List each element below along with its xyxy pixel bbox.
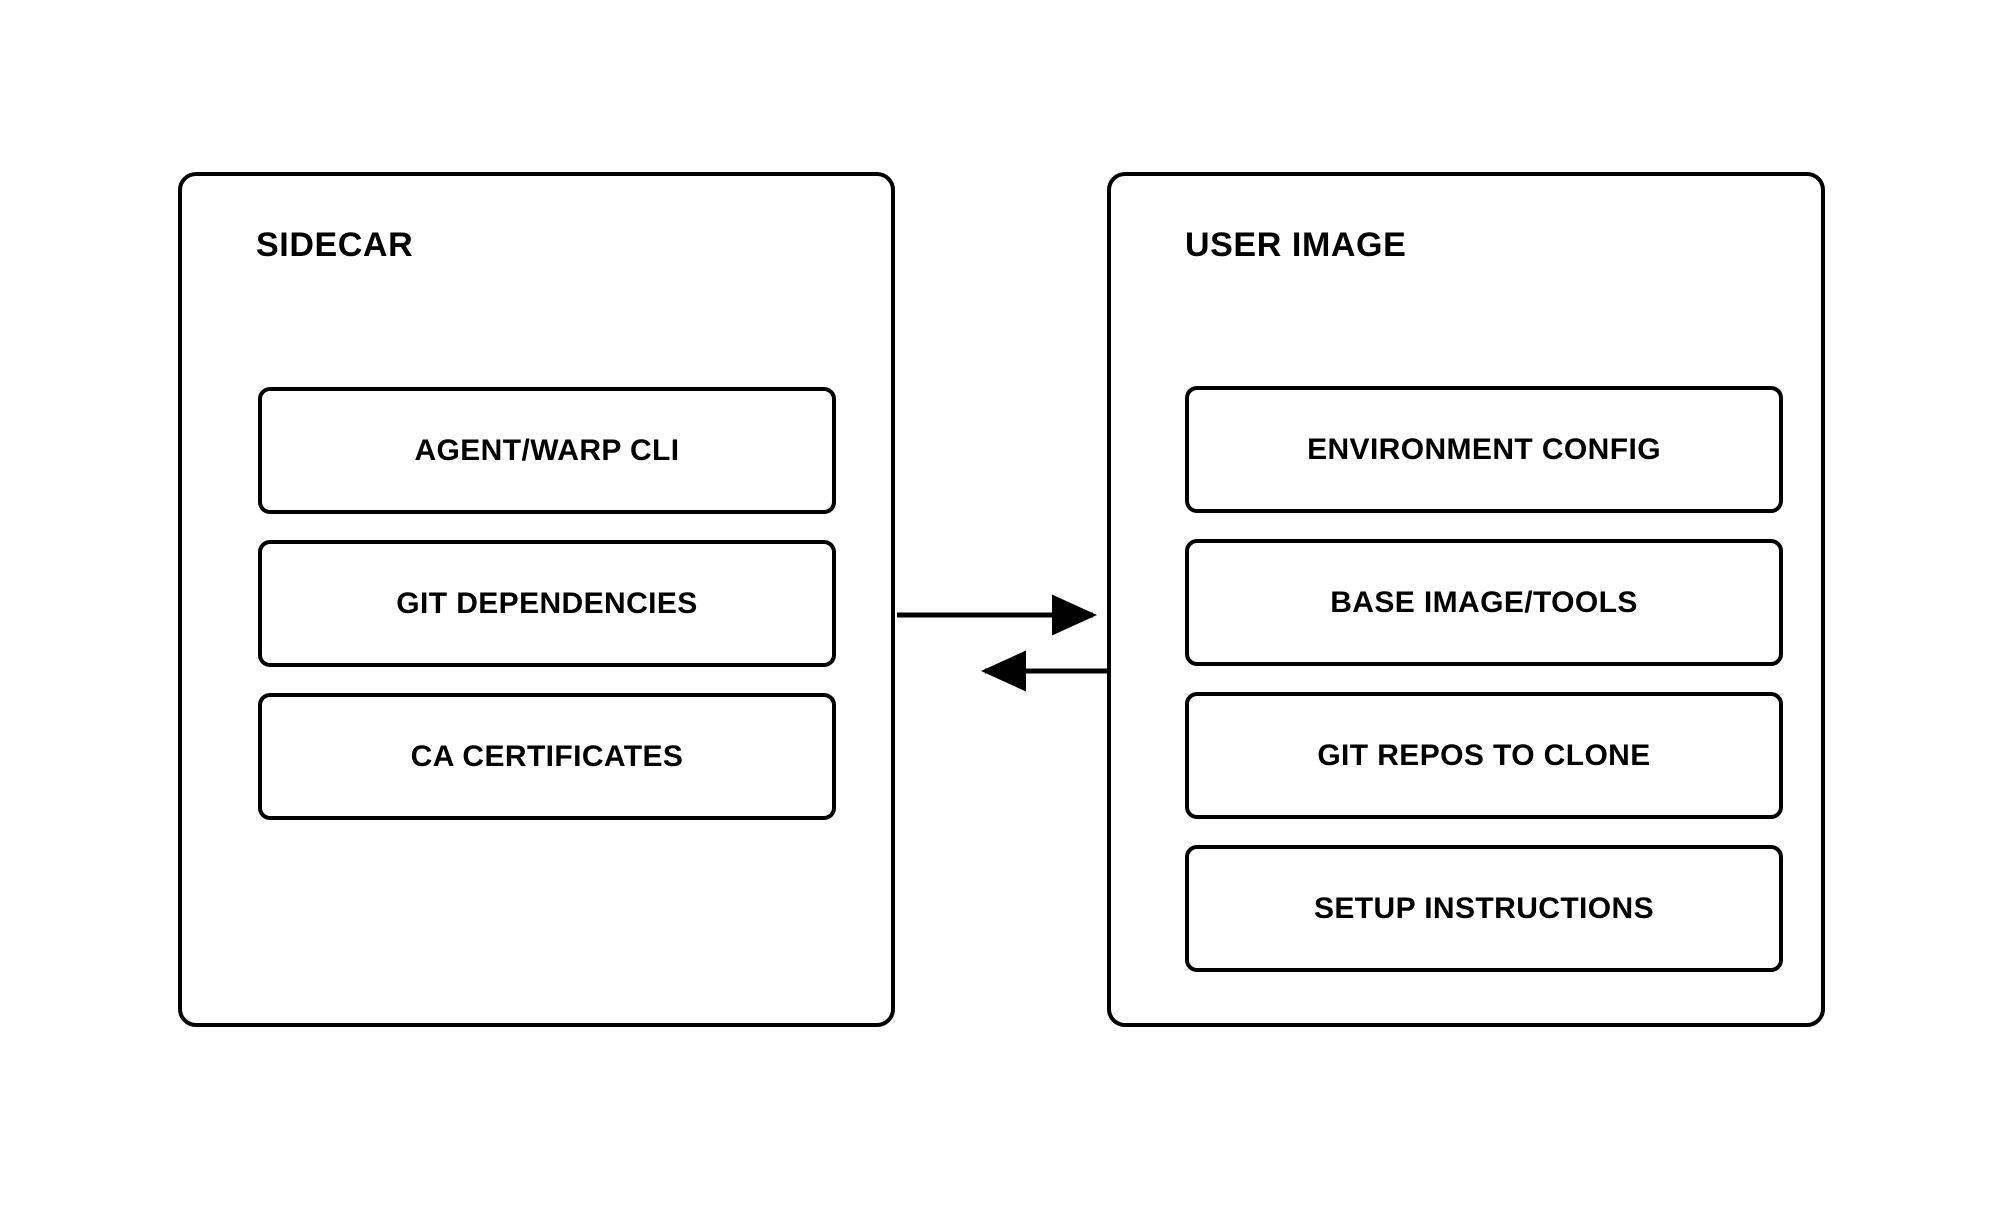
panel-sidecar-title: SIDECAR: [256, 226, 414, 264]
user-image-item-label: ENVIRONMENT CONFIG: [1307, 432, 1661, 466]
user-image-item-label: BASE IMAGE/TOOLS: [1330, 585, 1638, 619]
panel-user-image[interactable]: USER IMAGE ENVIRONMENT CONFIG BASE IMAGE…: [1107, 172, 1825, 1027]
sidecar-item-agent-warp-cli[interactable]: AGENT/WARP CLI: [258, 387, 836, 514]
panel-user-image-title: USER IMAGE: [1185, 226, 1407, 264]
user-image-item-base-image-tools[interactable]: BASE IMAGE/TOOLS: [1185, 539, 1783, 666]
user-image-item-label: GIT REPOS TO CLONE: [1317, 738, 1651, 772]
user-image-item-environment-config[interactable]: ENVIRONMENT CONFIG: [1185, 386, 1783, 513]
sidecar-item-ca-certificates[interactable]: CA CERTIFICATES: [258, 693, 836, 820]
user-image-item-label: SETUP INSTRUCTIONS: [1313, 891, 1654, 925]
sidecar-item-label: CA CERTIFICATES: [410, 739, 684, 773]
panel-sidecar[interactable]: SIDECAR AGENT/WARP CLI GIT DEPENDENCIES …: [178, 172, 895, 1027]
sidecar-item-label: GIT DEPENDENCIES: [396, 586, 698, 620]
sidecar-item-label: AGENT/WARP CLI: [414, 433, 680, 467]
user-image-item-setup-instructions[interactable]: SETUP INSTRUCTIONS: [1185, 845, 1783, 972]
user-image-item-git-repos-to-clone[interactable]: GIT REPOS TO CLONE: [1185, 692, 1783, 819]
sidecar-item-git-dependencies[interactable]: GIT DEPENDENCIES: [258, 540, 836, 667]
